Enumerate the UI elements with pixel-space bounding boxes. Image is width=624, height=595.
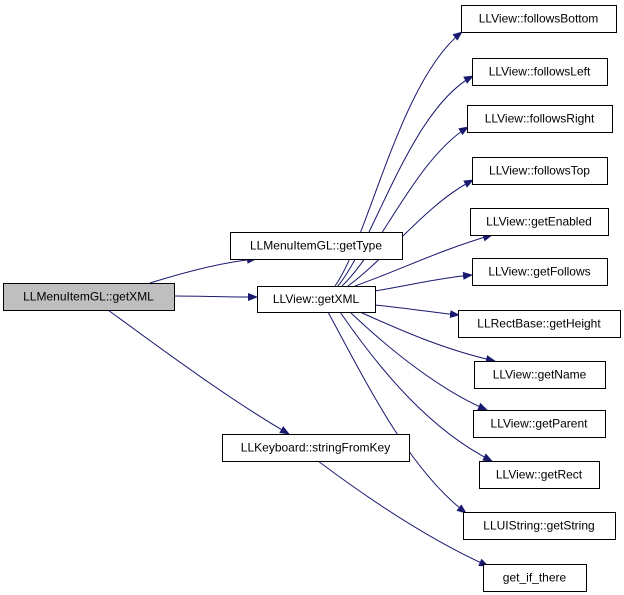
node-label: LLView::followsLeft (489, 65, 591, 79)
node-label: LLView::getRect (496, 468, 583, 482)
node-label: LLView::followsRight (485, 112, 595, 126)
node-follows-right[interactable]: LLView::followsRight (467, 105, 613, 133)
node-root[interactable]: LLMenuItemGL::getXML (3, 283, 175, 311)
node-get-height[interactable]: LLRectBase::getHeight (458, 310, 621, 338)
edge-view-get-xml-to-get-string (327, 311, 467, 514)
node-follows-bottom[interactable]: LLView::followsBottom (461, 5, 617, 33)
edge-root-to-get-type (149, 255, 257, 284)
node-label: LLView::followsTop (489, 164, 590, 178)
node-get-type[interactable]: LLMenuItemGL::getType (230, 232, 403, 260)
node-box (467, 105, 613, 133)
edge-view-get-xml-to-follows-left (337, 75, 474, 287)
node-get-rect[interactable]: LLView::getRect (479, 461, 600, 489)
node-box (230, 232, 403, 260)
node-label: LLMenuItemGL::getType (250, 239, 382, 253)
edge-view-get-xml-to-follows-bottom (334, 31, 463, 287)
node-box (3, 283, 175, 311)
edge-layer (107, 31, 496, 567)
node-label: LLView::followsBottom (479, 12, 599, 26)
node-follows-left[interactable]: LLView::followsLeft (472, 58, 608, 86)
edge-view-get-xml-to-get-enabled (354, 233, 493, 287)
node-label: LLView::getFollows (488, 265, 590, 279)
edge-root-to-string-from-key (107, 309, 290, 435)
node-get-enabled[interactable]: LLView::getEnabled (470, 208, 609, 236)
node-label: LLView::getEnabled (486, 215, 592, 229)
edge-view-get-xml-to-get-name (359, 311, 496, 363)
node-follows-top[interactable]: LLView::followsTop (472, 157, 608, 185)
node-box (472, 157, 608, 185)
node-get-name[interactable]: LLView::getName (474, 361, 606, 389)
node-box (473, 410, 606, 438)
edge-view-get-xml-to-follows-top (347, 179, 474, 287)
node-label: LLRectBase::getHeight (477, 317, 601, 331)
node-box (470, 208, 609, 236)
node-view-get-xml[interactable]: LLView::getXML (257, 286, 376, 313)
node-label: LLKeyboard::stringFromKey (241, 441, 390, 455)
node-box (463, 512, 616, 540)
edge-view-get-xml-to-get-rect (339, 311, 493, 462)
node-label: get_if_there (503, 571, 567, 585)
node-box (472, 58, 608, 86)
node-layer: LLMenuItemGL::getXML LLMenuItemGL::getTyp… (3, 5, 621, 592)
node-label: LLView::getXML (273, 292, 360, 306)
edge-view-get-xml-to-get-height (374, 304, 460, 319)
node-box (222, 434, 410, 462)
node-get-if-there[interactable]: get_if_there (483, 564, 587, 592)
node-box (479, 461, 600, 489)
node-label: LLView::getParent (491, 417, 589, 431)
edge-view-get-xml-to-follows-right (341, 126, 469, 287)
edge-root-to-view-get-xml (173, 292, 258, 301)
edge-string-from-key-to-get-if-there (317, 460, 489, 567)
node-box (474, 361, 606, 389)
edge-view-get-xml-to-get-follows (374, 271, 473, 292)
node-box (472, 258, 608, 286)
edge-view-get-xml-to-get-parent (349, 311, 488, 411)
node-label: LLUIString::getString (483, 519, 594, 533)
node-box (483, 564, 587, 592)
node-get-follows[interactable]: LLView::getFollows (472, 258, 608, 286)
node-label: LLMenuItemGL::getXML (23, 290, 154, 304)
node-box (458, 310, 621, 338)
node-box (257, 286, 376, 313)
node-box (461, 5, 617, 33)
node-label: LLView::getName (493, 368, 587, 382)
node-get-string[interactable]: LLUIString::getString (463, 512, 616, 540)
node-string-from-key[interactable]: LLKeyboard::stringFromKey (222, 434, 410, 462)
node-get-parent[interactable]: LLView::getParent (473, 410, 606, 438)
